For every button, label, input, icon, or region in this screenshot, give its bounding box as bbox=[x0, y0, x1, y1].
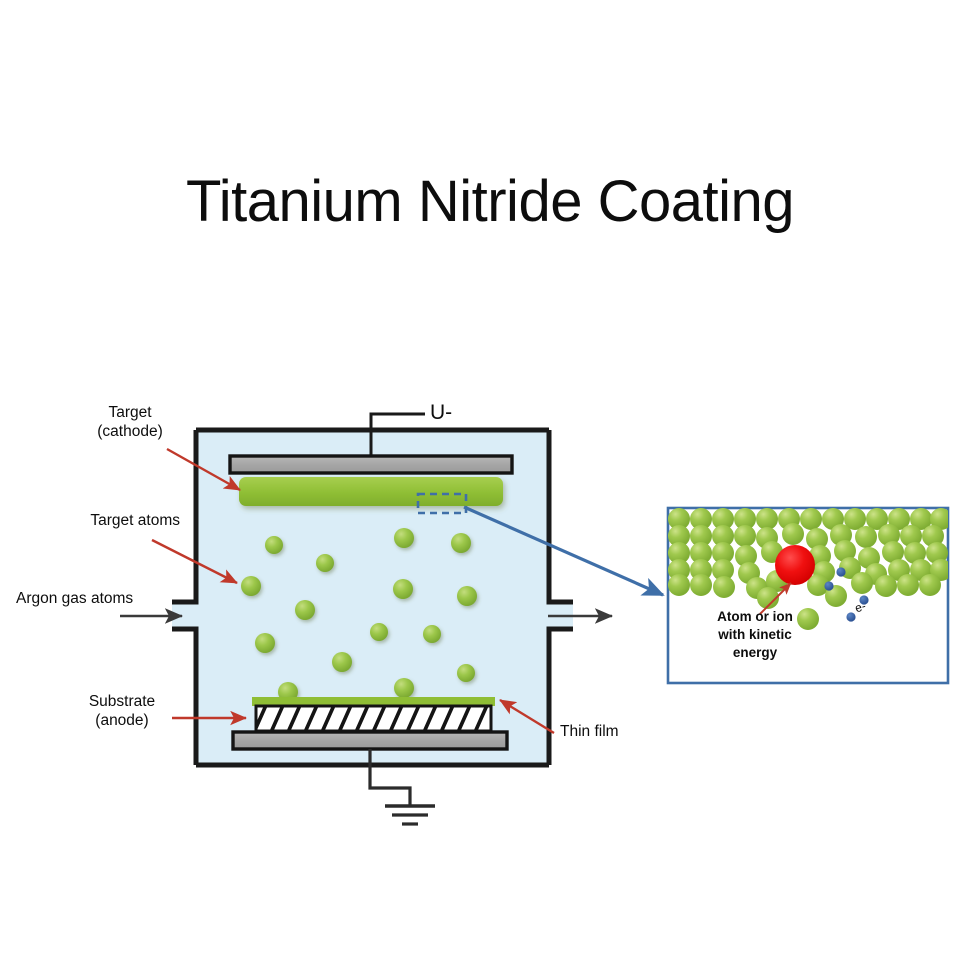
inset-content bbox=[668, 508, 948, 630]
sputtered-atom bbox=[295, 600, 315, 620]
target-atoms-arrow bbox=[151, 538, 238, 585]
electron-dot bbox=[824, 581, 834, 591]
label-target-atoms: Target atoms bbox=[90, 512, 180, 529]
chamber-wall-right-upper bbox=[546, 430, 573, 605]
label-voltage-u-minus: U- bbox=[430, 401, 453, 424]
anode-plate bbox=[231, 730, 509, 751]
cathode-lead-wire bbox=[369, 412, 425, 464]
inset-caption-atom-or-ion: Atom or ion with kinetic energy bbox=[717, 609, 793, 660]
label-substrate-anode: Substrate (anode) bbox=[88, 693, 156, 730]
zoom-region-dashed-box bbox=[416, 492, 468, 515]
ground-wire bbox=[368, 749, 412, 806]
ejected-atom bbox=[797, 608, 819, 630]
target-slab bbox=[239, 477, 503, 506]
sputtered-atom bbox=[457, 664, 475, 682]
ground-symbol bbox=[385, 804, 435, 826]
sputtered-atom bbox=[255, 633, 275, 653]
label-target-cathode: Target (cathode) bbox=[97, 404, 163, 441]
label-argon-gas-atoms: Argon gas atoms bbox=[16, 590, 134, 607]
sputtered-atom bbox=[241, 576, 261, 596]
energetic-ion-sphere bbox=[775, 545, 815, 585]
sputtered-atom bbox=[394, 528, 414, 548]
sputtered-atom bbox=[394, 678, 414, 698]
cathode-plate bbox=[228, 454, 514, 475]
ejected-atom bbox=[757, 587, 779, 609]
target-cathode-arrow bbox=[166, 447, 241, 492]
sputtered-atom bbox=[457, 586, 477, 606]
inset-magnified-view bbox=[666, 506, 950, 685]
sputtered-atom bbox=[316, 554, 334, 572]
page-title: Titanium Nitride Coating bbox=[186, 169, 795, 234]
label-thin-film: Thin film bbox=[560, 723, 619, 740]
sputtered-atom bbox=[451, 533, 471, 553]
ion-caption-arrow bbox=[759, 582, 792, 615]
ejected-atom bbox=[825, 585, 847, 607]
sputtered-atom bbox=[423, 625, 441, 643]
sputtered-atom-group bbox=[241, 528, 477, 702]
chamber-wall-right-lower bbox=[546, 626, 573, 765]
sputtered-atom bbox=[332, 652, 352, 672]
thin-film-arrow bbox=[499, 698, 555, 735]
chamber-wall-left-lower bbox=[172, 626, 199, 765]
sputtered-atom bbox=[265, 536, 283, 554]
inset-connector-arrow bbox=[463, 505, 665, 597]
lattice-spheres bbox=[668, 508, 948, 630]
electron-dot bbox=[859, 595, 869, 605]
substrate-assembly bbox=[231, 697, 509, 751]
electron-dot bbox=[836, 567, 846, 577]
sputtered-atom bbox=[370, 623, 388, 641]
substrate-block bbox=[254, 704, 493, 733]
sputtered-atom bbox=[393, 579, 413, 599]
thin-film-layer bbox=[252, 697, 495, 706]
ground-connection bbox=[368, 749, 435, 826]
electron-dot bbox=[846, 612, 856, 622]
chamber-wall-left-upper bbox=[172, 430, 199, 605]
